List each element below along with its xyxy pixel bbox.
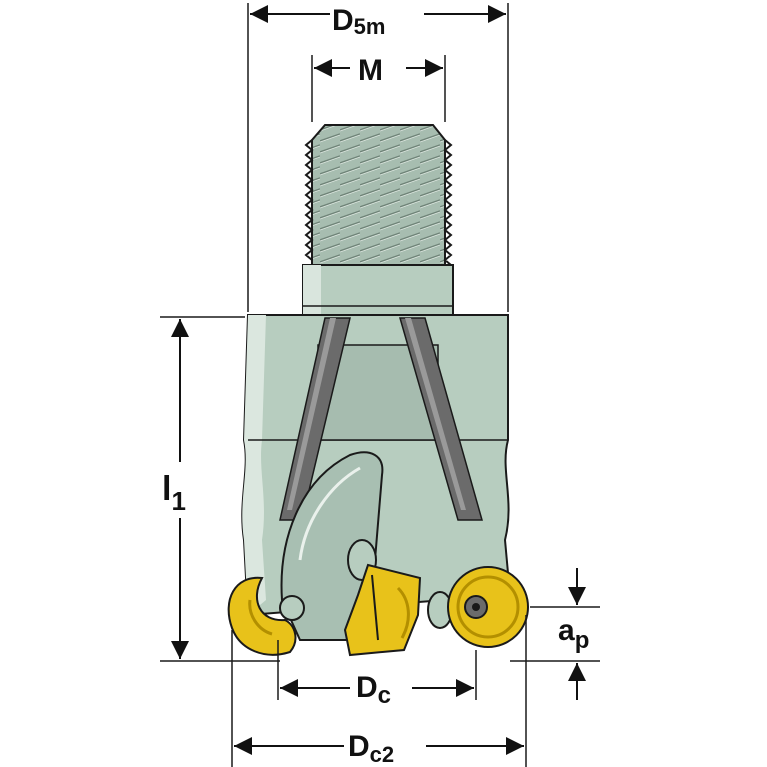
d5m-label: D5m [332, 4, 385, 39]
dc-label: Dc [356, 671, 391, 709]
dc2-label: Dc2 [348, 730, 394, 767]
insert-right [447, 566, 529, 648]
neck-collar [302, 264, 454, 316]
l1-label: l1 [162, 470, 186, 516]
ap-label: ap [558, 614, 589, 654]
insert-left [227, 576, 297, 656]
m-label: M [358, 54, 383, 87]
threaded-shank [304, 124, 453, 266]
coolant-channels [279, 317, 483, 521]
insert-center [343, 563, 422, 657]
extension-lines [160, 3, 600, 767]
